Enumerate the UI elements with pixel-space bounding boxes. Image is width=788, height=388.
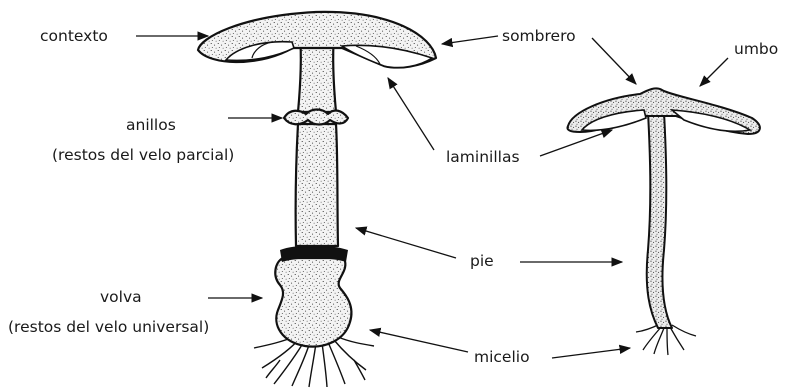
arrow-micelio-left: [370, 330, 468, 352]
label-pie: pie: [470, 252, 494, 270]
label-micelio: micelio: [474, 348, 530, 366]
pointer-arrows: [136, 36, 728, 358]
volva-shape: [275, 258, 351, 347]
arrow-umbo: [700, 58, 728, 86]
arrow-laminillas-left: [388, 78, 434, 150]
arrow-pie-left: [356, 228, 456, 258]
arrow-laminillas-right: [540, 130, 612, 156]
label-anillos-sub: (restos del velo parcial): [52, 146, 234, 164]
right-stem: [647, 112, 672, 328]
left-stem: [296, 124, 338, 246]
label-sombrero: sombrero: [502, 27, 576, 45]
label-volva-sub: (restos del velo universal): [8, 318, 209, 336]
right-mushroom: [568, 88, 760, 355]
label-anillos: anillos: [126, 116, 176, 134]
left-mushroom: [198, 12, 436, 387]
label-umbo: umbo: [734, 40, 778, 58]
arrow-micelio-right: [552, 348, 630, 358]
arrow-sombrero: [442, 36, 498, 44]
label-laminillas: laminillas: [446, 148, 520, 166]
arrow-sombrero-right: [592, 38, 636, 84]
ring-shape: [284, 110, 348, 125]
label-volva: volva: [100, 288, 142, 306]
label-contexto: contexto: [40, 27, 108, 45]
